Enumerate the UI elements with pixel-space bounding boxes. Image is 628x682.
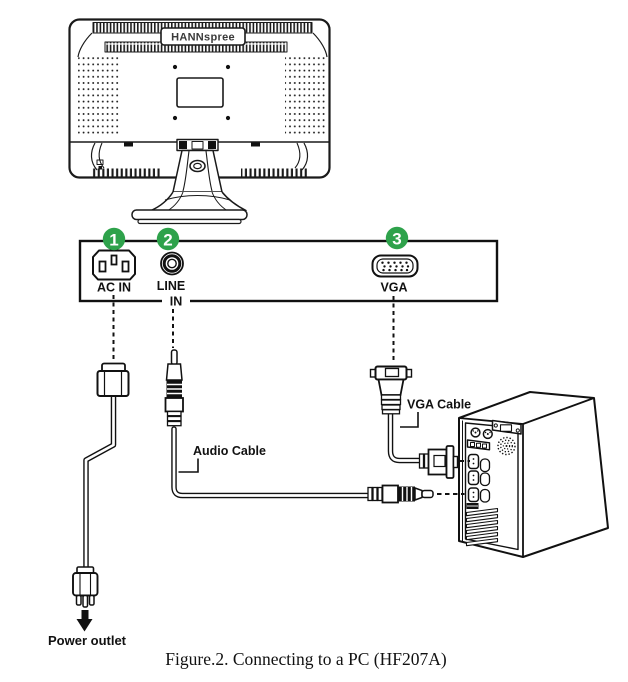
step-badge-3: 3 [385, 226, 409, 250]
svg-text:1: 1 [109, 231, 118, 250]
line-in-port [160, 251, 184, 276]
dashed-connector-lines [112, 295, 395, 363]
ac-in-label: AC IN [97, 281, 131, 295]
power-outlet-label: Power outlet [48, 633, 127, 648]
vesa-plate [176, 77, 224, 108]
expansion-slots [465, 507, 499, 547]
monitor-back: HANNspree [68, 18, 331, 225]
pc-io-ports [467, 453, 491, 503]
vesa-screw [172, 64, 178, 70]
svg-text:3: 3 [392, 230, 401, 249]
vesa-screw [225, 64, 231, 70]
monitor-side-vent-left [78, 57, 120, 135]
vesa-screw [172, 115, 178, 121]
vga-cable-label: VGA Cable [407, 398, 471, 412]
vga-port [371, 254, 419, 278]
ac-in-port [92, 249, 136, 281]
fan-grille [497, 436, 516, 456]
audio-cable [171, 426, 370, 499]
brand-logo-box [160, 27, 246, 46]
audio-cable-label: Audio Cable [193, 444, 266, 458]
parallel-port [466, 439, 491, 451]
in-label: IN [170, 295, 183, 309]
power-plug [72, 566, 99, 608]
audio-jack-pc-end [367, 484, 434, 504]
vga-label: VGA [380, 281, 407, 295]
monitor-bottom-vent-right [241, 167, 307, 178]
vga-connector-monitor-end [369, 365, 413, 415]
step-badge-2: 2 [156, 227, 180, 251]
monitor-side-vent-right [285, 57, 327, 135]
vga-connector-pc-end [418, 445, 459, 479]
monitor-bottom-vent-left [92, 167, 160, 178]
vga-cable-leader: VGA Cable [400, 398, 471, 428]
line-label: LINE [157, 279, 185, 293]
power-cable [83, 393, 117, 571]
ps2-ports [470, 427, 493, 440]
step-badge-1: 1 [102, 227, 126, 251]
pc-tower [458, 391, 609, 558]
kensington-lock-icon [96, 159, 104, 165]
audio-cable-leader: Audio Cable [178, 444, 266, 473]
connector-panel: AC IN LINE IN VGA 1 2 3 [78, 226, 499, 309]
vesa-screw [225, 115, 231, 121]
audio-jack-monitor-end [164, 349, 184, 427]
vga-cable [387, 410, 424, 464]
pc-connection-dashes [437, 460, 470, 495]
monitor-stand [131, 138, 248, 225]
brand-logo: HANNspree [171, 32, 235, 44]
pc-audio-port [467, 487, 480, 503]
figure-caption: Figure.2. Connecting to a PC (HF207A) [165, 649, 447, 669]
pc-power-receptacle [491, 419, 522, 435]
svg-text:2: 2 [163, 231, 172, 250]
iec-power-connector [96, 362, 130, 397]
down-arrow-icon [76, 610, 93, 632]
